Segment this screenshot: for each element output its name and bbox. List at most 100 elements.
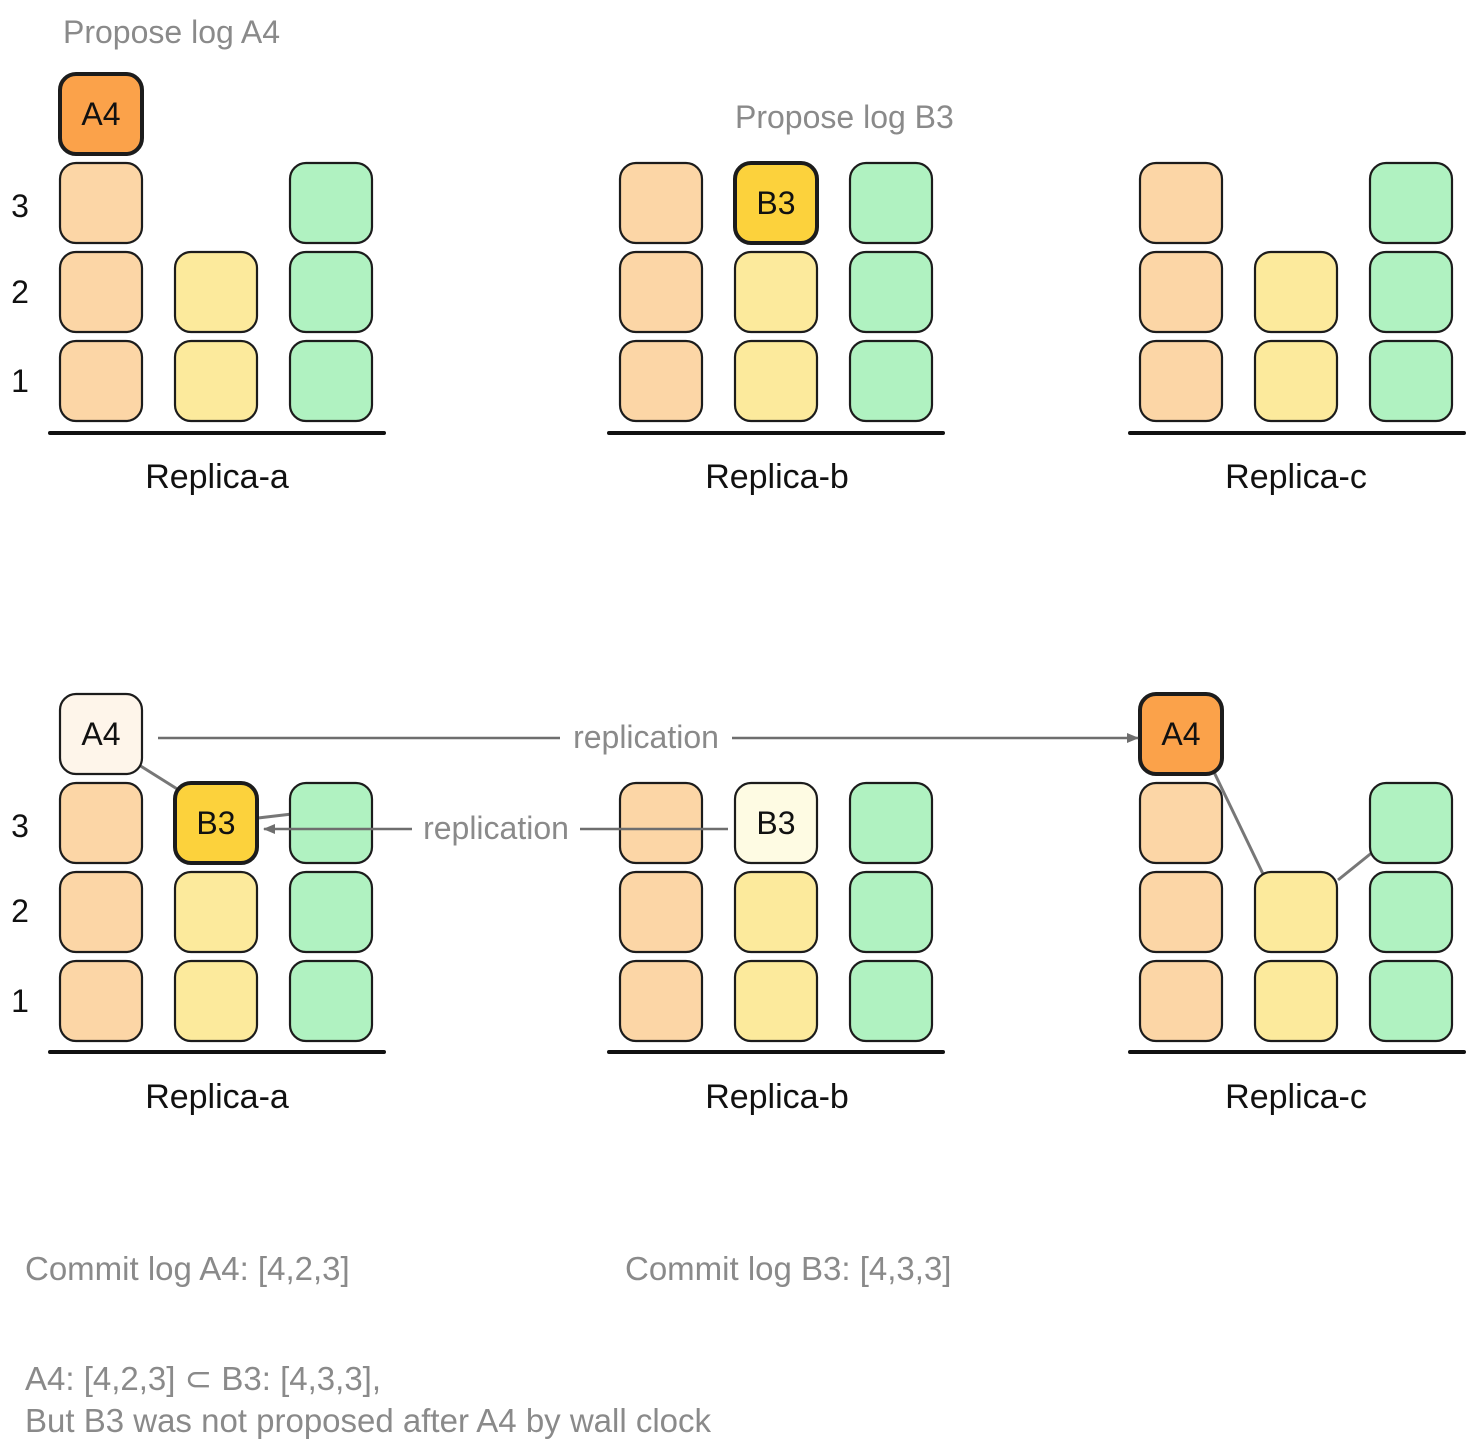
log-block-top-b-col1-row3 <box>618 161 704 245</box>
log-block-bottom-c-col3-row3-box <box>1368 781 1454 865</box>
log-block-bottom-a-a4-box <box>58 692 144 776</box>
log-block-bottom-c-col3-row2-box <box>1368 870 1454 954</box>
log-block-top-c-col2-row2-box <box>1253 250 1339 334</box>
log-block-top-a-col1-row1-box <box>58 339 144 423</box>
replication-label-a4: replication <box>573 719 719 755</box>
log-block-top-c-col1-row2-box <box>1138 250 1224 334</box>
propose-b3-label: Propose log B3 <box>735 99 954 135</box>
row-label-1-bottom: 1 <box>11 983 29 1019</box>
replica-name-bottom-a: Replica-a <box>145 1078 289 1116</box>
log-block-bottom-c-a4: A4 <box>1138 692 1224 776</box>
row-label-3: 3 <box>11 188 29 224</box>
log-block-bottom-a-col3-row3 <box>288 781 374 865</box>
log-block-bottom-c-col3-row2 <box>1368 870 1454 954</box>
log-block-bottom-a-col1-row1 <box>58 959 144 1043</box>
log-block-bottom-a-col3-row2 <box>288 870 374 954</box>
log-block-top-a-col1-row2-box <box>58 250 144 334</box>
log-block-bottom-a-b3-box <box>173 781 259 865</box>
log-block-bottom-a-col2-row1-box <box>173 959 259 1043</box>
log-block-top-b-col2-row2-box <box>733 250 819 334</box>
log-block-top-c-col3-row2 <box>1368 250 1454 334</box>
log-block-top-c-col3-row3-box <box>1368 161 1454 245</box>
log-block-bottom-a-b3: B3 <box>173 781 259 865</box>
log-block-top-a-col1-row3 <box>58 161 144 245</box>
row-label-1: 1 <box>11 363 29 399</box>
log-block-bottom-b-col3-row1-box <box>848 959 934 1043</box>
log-block-top-a-a4-label: A4 <box>81 96 120 132</box>
bottom-replica-names: Replica-a Replica-b Replica-c <box>145 1078 1367 1116</box>
connector-a4-b3 <box>138 763 183 794</box>
replica-name-bottom-b: Replica-b <box>705 1078 849 1116</box>
log-block-top-b-b3: B3 <box>733 161 819 245</box>
log-block-top-b-col3-row2 <box>848 250 934 334</box>
log-block-top-a-col3-row3 <box>288 161 374 245</box>
top-row-labels: 3 2 1 <box>11 188 29 399</box>
log-block-top-b-col3-row1-box <box>848 339 934 423</box>
log-block-bottom-b-col3-row2 <box>848 870 934 954</box>
propose-a4-label: Propose log A4 <box>63 14 280 50</box>
replication-arrow-a4: replication <box>158 719 1139 755</box>
log-block-bottom-a-col1-row1-box <box>58 959 144 1043</box>
log-block-bottom-a-col2-row1 <box>173 959 259 1043</box>
log-block-top-c-col2-row1 <box>1253 339 1339 423</box>
log-block-bottom-b-col1-row3 <box>618 781 704 865</box>
log-block-top-b-col3-row3 <box>848 161 934 245</box>
log-block-top-b-b3-label: B3 <box>756 185 795 221</box>
replication-arrow-b3: replication <box>263 810 728 846</box>
log-block-top-b-col1-row1-box <box>618 339 704 423</box>
log-block-bottom-a-col3-row1-box <box>288 959 374 1043</box>
log-block-top-c-col3-row1-box <box>1368 339 1454 423</box>
log-block-top-c-col3-row1 <box>1368 339 1454 423</box>
log-block-bottom-c-col3-row1-box <box>1368 959 1454 1043</box>
log-block-bottom-b-col1-row2-box <box>618 870 704 954</box>
log-block-top-c-col2-row2 <box>1253 250 1339 334</box>
log-block-bottom-c-col2-row1 <box>1253 959 1339 1043</box>
log-block-bottom-c-col1-row1-box <box>1138 959 1224 1043</box>
log-block-top-a-col2-row1 <box>173 339 259 423</box>
log-block-top-a-a4: A4 <box>58 72 144 156</box>
bottom-connectors <box>138 763 1375 882</box>
log-block-top-b-col1-row3-box <box>618 161 704 245</box>
log-block-bottom-b-col2-row2 <box>733 870 819 954</box>
log-block-bottom-b-col2-row2-box <box>733 870 819 954</box>
log-block-top-a-col2-row2 <box>173 250 259 334</box>
log-block-top-a-col3-row2 <box>288 250 374 334</box>
log-block-bottom-a-col2-row2-box <box>173 870 259 954</box>
log-block-top-a-col2-row2-box <box>173 250 259 334</box>
log-block-bottom-a-col1-row3-box <box>58 781 144 865</box>
log-block-top-c-col1-row3 <box>1138 161 1224 245</box>
log-block-top-b-col3-row2-box <box>848 250 934 334</box>
connector-b3-green <box>257 812 293 820</box>
log-block-top-a-col3-row3-box <box>288 161 374 245</box>
commit-b3-text: Commit log B3: [4,3,3] <box>625 1250 951 1287</box>
log-block-bottom-c-col2-row2-box <box>1253 870 1339 954</box>
log-block-bottom-a-a4: A4 <box>58 692 144 776</box>
connector-a4-yellow <box>1211 769 1266 877</box>
log-block-bottom-b-col1-row3-box <box>618 781 704 865</box>
log-block-top-b-col3-row3-box <box>848 161 934 245</box>
row-label-2: 2 <box>11 274 29 310</box>
replica-name-bottom-c: Replica-c <box>1225 1078 1367 1116</box>
log-block-top-a-col2-row1-box <box>173 339 259 423</box>
bottom-row-labels: 3 2 1 <box>11 808 29 1019</box>
log-block-bottom-a-col2-row2 <box>173 870 259 954</box>
log-block-top-c-col1-row3-box <box>1138 161 1224 245</box>
log-block-bottom-c-col1-row3-box <box>1138 781 1224 865</box>
log-block-bottom-c-col1-row2 <box>1138 870 1224 954</box>
log-block-bottom-a-col3-row2-box <box>288 870 374 954</box>
log-block-top-a-col1-row3-box <box>58 161 144 245</box>
log-block-bottom-a-a4-label: A4 <box>81 716 120 752</box>
log-block-bottom-b-col3-row3-box <box>848 781 934 865</box>
log-block-bottom-a-b3-label: B3 <box>196 805 235 841</box>
log-block-top-a-col3-row1-box <box>288 339 374 423</box>
log-block-bottom-b-col3-row3 <box>848 781 934 865</box>
log-block-bottom-c-col3-row1 <box>1368 959 1454 1043</box>
log-block-bottom-b-col1-row1-box <box>618 959 704 1043</box>
log-block-bottom-b-b3-label: B3 <box>756 805 795 841</box>
replica-name-top-c: Replica-c <box>1225 458 1367 496</box>
log-block-top-b-b3-box <box>733 161 819 245</box>
log-block-bottom-b-b3-box <box>733 781 819 865</box>
log-block-top-b-col2-row1-box <box>733 339 819 423</box>
log-block-top-a-a4-box <box>58 72 144 156</box>
